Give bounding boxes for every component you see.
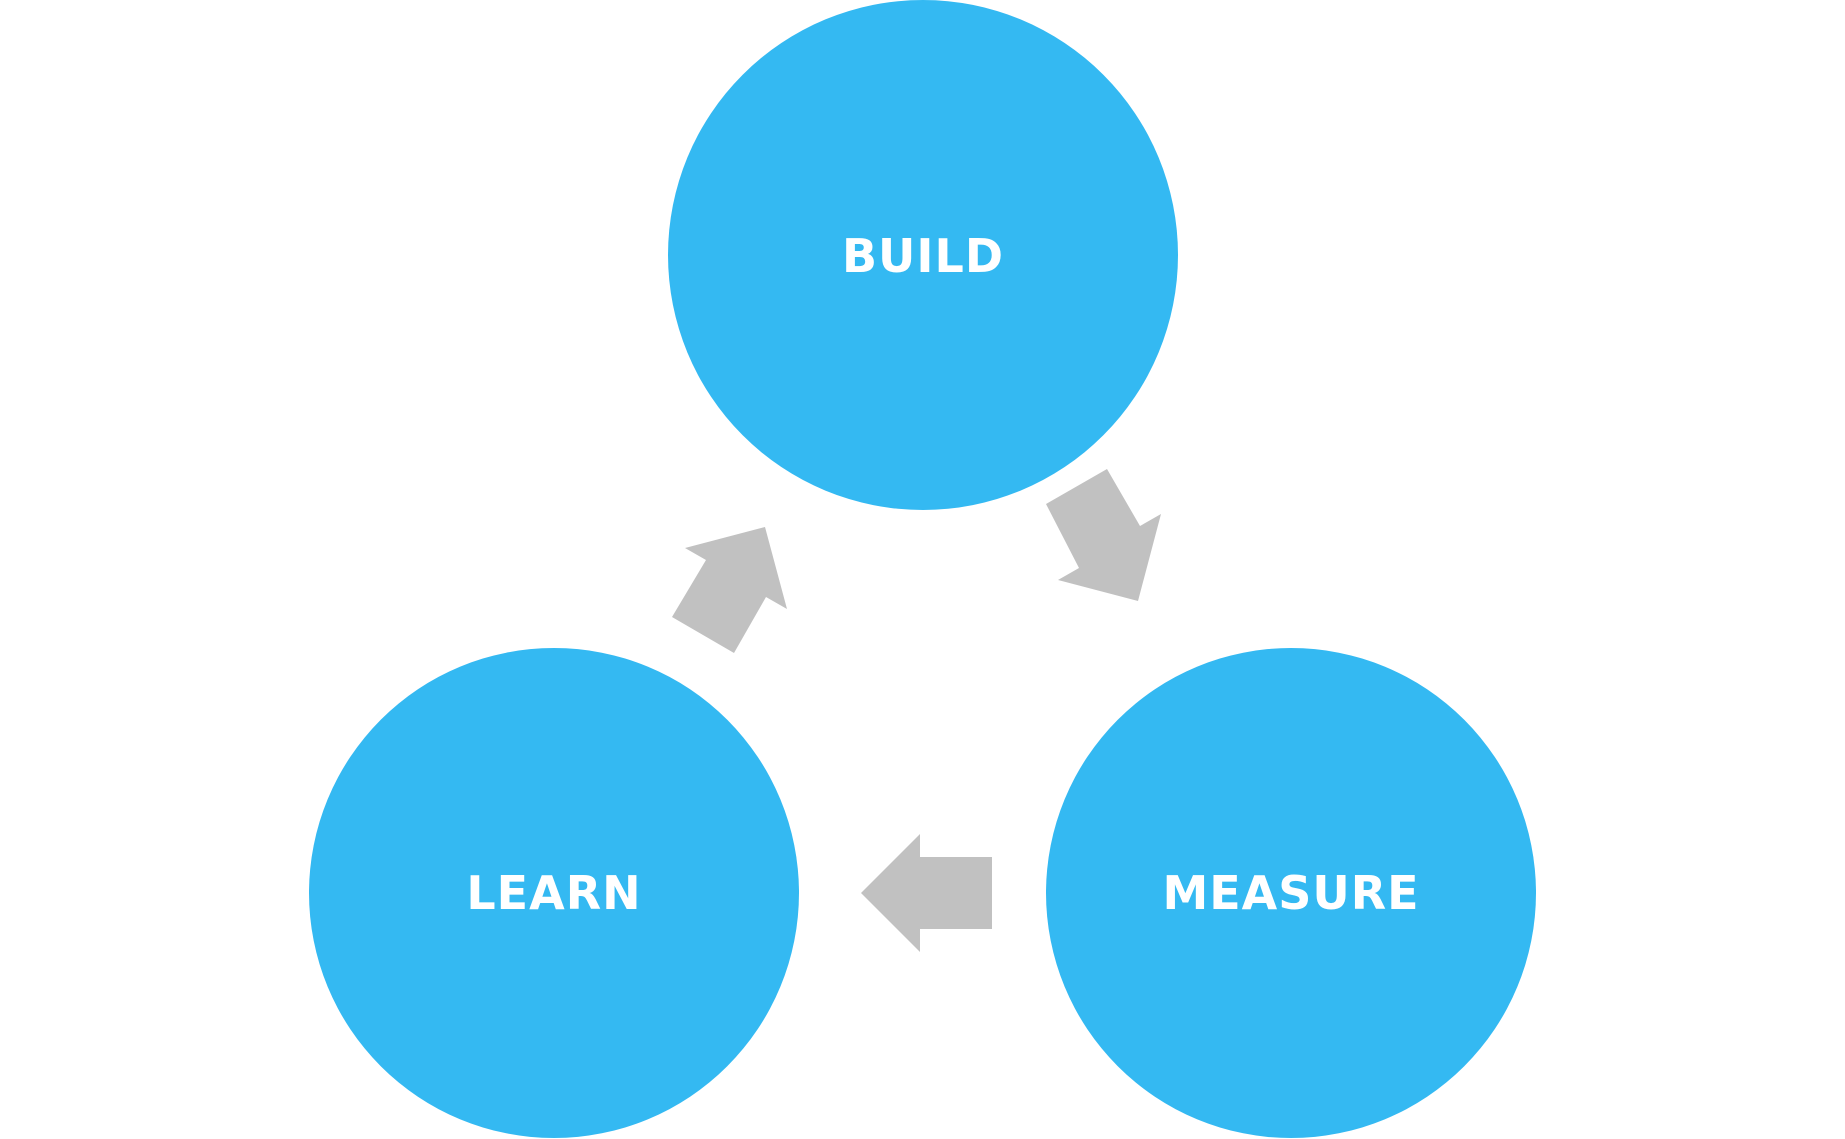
learn-circle (309, 648, 799, 1138)
arrow-icon (1046, 469, 1161, 601)
build-node: BUILD (668, 0, 1178, 510)
arrow-icon (861, 834, 992, 952)
measure-circle (1046, 648, 1536, 1138)
measure-label: MEASURE (1162, 866, 1419, 920)
measure-node: MEASURE (1046, 648, 1536, 1138)
build-circle (668, 0, 1178, 510)
learn-node: LEARN (309, 648, 799, 1138)
build-label: BUILD (842, 229, 1004, 283)
learn-label: LEARN (466, 866, 641, 920)
arrow-icon (672, 527, 787, 653)
